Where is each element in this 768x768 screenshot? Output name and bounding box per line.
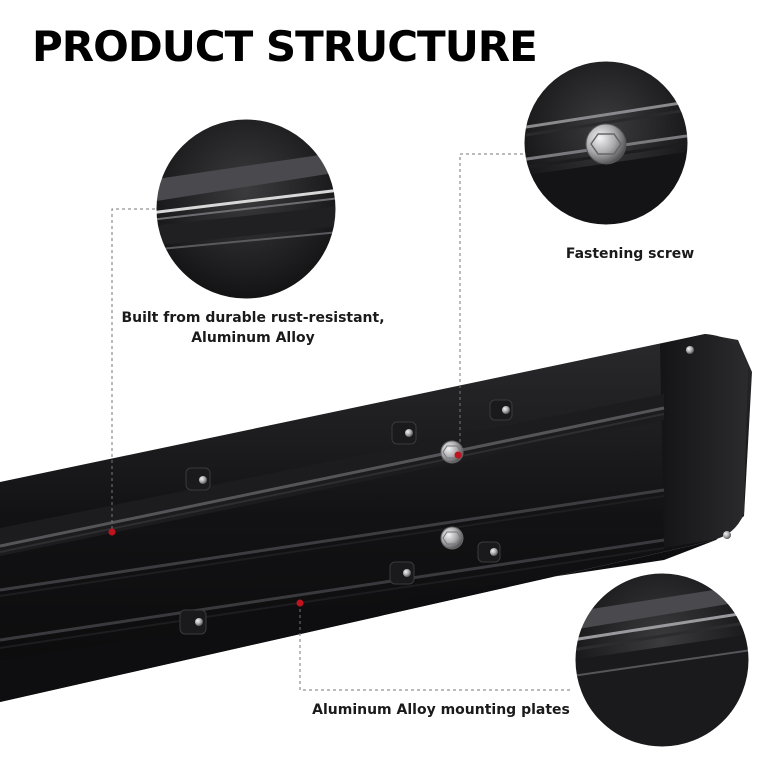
bolt — [185, 467, 211, 491]
marker-dot — [108, 528, 116, 536]
leader-lines — [111, 153, 572, 691]
lower-lip — [0, 540, 716, 702]
running-board — [0, 334, 752, 702]
upper-rail-highlight — [0, 406, 665, 548]
zoom-circle-screw — [521, 58, 691, 228]
callout-material-label: Built from durable rust-resistant, Alumi… — [118, 308, 388, 348]
page-title: PRODUCT STRUCTURE — [32, 22, 538, 71]
bolt — [477, 541, 501, 563]
leader-line-material — [111, 208, 155, 532]
middle-rail — [0, 488, 665, 592]
lower-rail-shadow — [0, 547, 665, 649]
upper-tread — [0, 394, 664, 556]
lower-rail — [0, 538, 665, 642]
callout-material-line1: Built from durable rust-resistant, — [121, 310, 385, 326]
end-cap — [660, 334, 748, 548]
bolt — [179, 609, 207, 635]
leader-line-plates — [299, 603, 572, 691]
middle-rail-shadow — [0, 495, 665, 597]
zoom-circle-material — [153, 116, 339, 302]
marker-dot — [454, 451, 462, 459]
end-cap-screw — [686, 346, 694, 354]
zoom-circle-plates — [572, 570, 752, 750]
callout-plates-label: Aluminum Alloy mounting plates — [312, 702, 570, 718]
callout-screw-label: Fastening screw — [565, 246, 695, 262]
bolt — [489, 399, 513, 421]
fastening-screw — [440, 526, 464, 550]
marker-dot — [296, 599, 304, 607]
leader-line-screw — [459, 153, 523, 454]
bolt — [391, 421, 417, 445]
callout-material-line2: Aluminum Alloy — [191, 330, 315, 346]
bolt — [389, 561, 415, 585]
end-cap-screw — [723, 531, 731, 539]
